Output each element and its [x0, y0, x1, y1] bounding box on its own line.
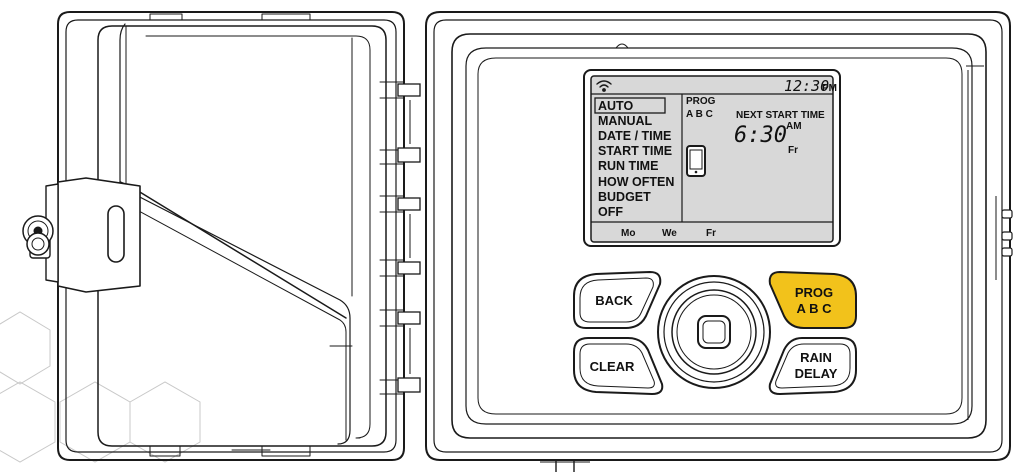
menu-item-budget[interactable]: BUDGET	[598, 190, 651, 204]
menu-selection-box	[594, 97, 666, 114]
wifi-signal-icon	[596, 80, 612, 92]
prog-button-label-line1: PROG	[795, 285, 833, 300]
next-start-label: NEXT START TIME	[736, 110, 825, 121]
back-button-label: BACK	[595, 293, 633, 308]
next-start-day: Fr	[788, 145, 798, 156]
dial-center-button[interactable]	[697, 315, 731, 349]
hinges	[397, 83, 421, 393]
menu-item-run-time[interactable]: RUN TIME	[598, 159, 658, 173]
clock-time: 12:30	[784, 77, 829, 95]
lcd-display: 12:30 PM AUTO MANUAL DATE / TIME START T…	[583, 69, 841, 247]
menu-item-off[interactable]: OFF	[598, 205, 623, 219]
smartphone-icon	[686, 145, 706, 177]
back-button[interactable]: BACK	[573, 270, 662, 329]
open-door[interactable]	[45, 11, 405, 461]
mode-menu: AUTO MANUAL DATE / TIME START TIME RUN T…	[598, 99, 674, 219]
prog-letters: A B C	[686, 109, 713, 120]
watering-days: Mo We Fr	[621, 228, 716, 239]
clear-button-label: CLEAR	[590, 359, 635, 374]
menu-item-how-often[interactable]: HOW OFTEN	[598, 175, 674, 189]
next-start-period: AM	[786, 121, 802, 132]
day-friday: Fr	[706, 228, 716, 239]
prog-abc-button[interactable]: PROG A B C	[768, 270, 857, 329]
menu-item-date-time[interactable]: DATE / TIME	[598, 129, 671, 143]
rain-delay-label-line1: RAIN	[800, 350, 832, 365]
prog-button-label-line2: A B C	[797, 301, 833, 316]
hexagon-background-pattern	[0, 311, 201, 463]
clock-period: PM	[822, 83, 837, 94]
day-monday: Mo	[621, 228, 635, 239]
next-start-time: 6:30	[734, 123, 787, 148]
prog-label: PROG	[686, 96, 716, 107]
day-wednesday: We	[662, 228, 677, 239]
clear-button[interactable]: CLEAR	[573, 337, 664, 396]
menu-item-auto[interactable]: AUTO	[598, 99, 633, 113]
rain-delay-label-line2: DELAY	[795, 366, 838, 381]
rain-delay-button[interactable]: RAIN DELAY	[768, 337, 857, 396]
menu-item-manual[interactable]: MANUAL	[598, 114, 653, 128]
menu-item-start-time[interactable]: START TIME	[598, 144, 672, 158]
padlock-icon	[22, 215, 54, 259]
